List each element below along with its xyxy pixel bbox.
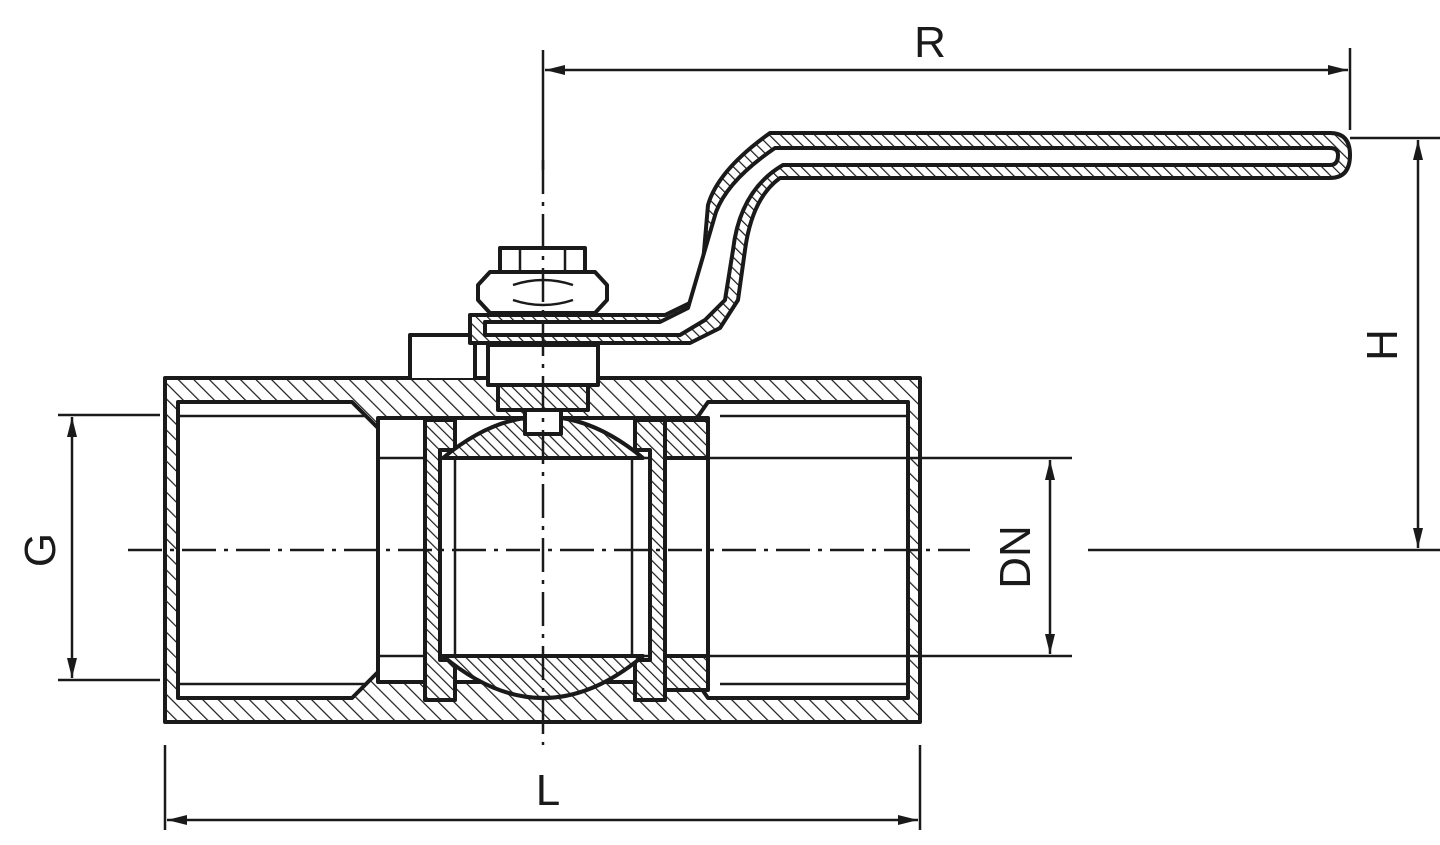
dimension-label-l: L: [536, 766, 560, 815]
lever-handle: [468, 131, 1352, 345]
dimension-lines: [67, 65, 1423, 825]
dimension-label-dn: DN: [991, 525, 1040, 589]
dimension-label-g: G: [16, 533, 65, 567]
valve-seats: [423, 418, 710, 702]
dimension-label-r: R: [914, 18, 946, 67]
extension-lines: [58, 48, 1440, 830]
dimension-label-h: H: [1358, 329, 1407, 361]
center-lines: [128, 160, 970, 745]
thread-lines: [178, 414, 908, 686]
stop-lug: [408, 333, 477, 378]
